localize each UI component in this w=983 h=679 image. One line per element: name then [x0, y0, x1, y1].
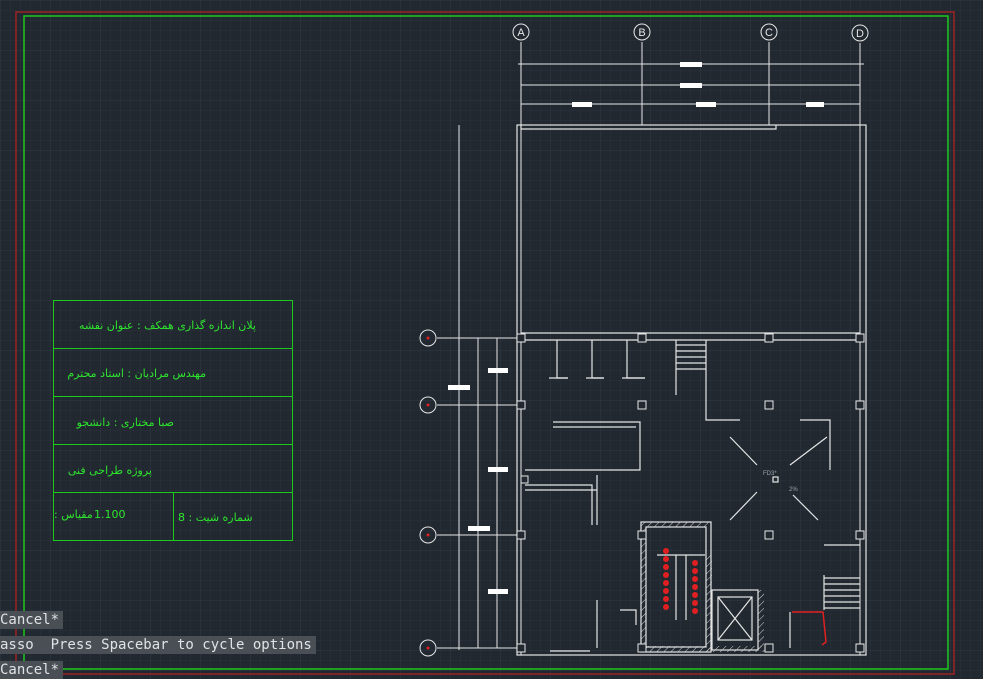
sheet-border-green — [23, 15, 949, 670]
project-row: پروژه طراحی فنی — [54, 445, 292, 493]
grid-label-d: D — [856, 28, 864, 40]
row-bubble-dots — [426, 336, 430, 650]
command-history-line-2: asso Press Spacebar to cycle options — [0, 636, 316, 654]
grid-bubbles-left — [419, 329, 437, 657]
drawing-title: پلان اندازه گذاری همکف : عنوان نقشه — [78, 319, 256, 332]
command-history-line-1: Cancel* — [0, 611, 64, 629]
student-row: صبا مختاری : دانشجو — [54, 397, 292, 445]
grid-bubble-c — [760, 23, 778, 41]
student-text: صبا مختاری : دانشجو — [76, 416, 174, 429]
structural-columns — [516, 333, 865, 653]
dimension-text-blocks — [448, 62, 824, 594]
grid-bubble-a — [512, 23, 530, 41]
title-block: پلان اندازه گذاری همکف : عنوان نقشه مهند… — [53, 300, 293, 541]
hatched-walls — [641, 522, 771, 652]
scale-value: 1.100 — [94, 508, 126, 521]
grid-label-b: B — [638, 27, 645, 39]
floor-plan — [516, 124, 867, 656]
command-history-line-3: Cancel* — [0, 661, 64, 679]
slope-label: 2% — [789, 487, 798, 493]
professor-row: مهندس مرادیان : استاد محترم — [54, 349, 292, 397]
scale-label: : مقیاس — [54, 508, 93, 521]
red-selected-line — [792, 611, 827, 646]
professor-text: مهندس مرادیان : استاد محترم — [67, 367, 206, 380]
title-divider — [173, 493, 174, 541]
grid-label-a: A — [517, 27, 525, 39]
project-text: پروژه طراحی فنی — [67, 464, 152, 477]
grid-bubbles-top — [512, 23, 869, 42]
selected-grips — [663, 548, 698, 614]
grid-bubble-b — [633, 23, 651, 41]
title-row: پلان اندازه گذاری همکف : عنوان نقشه — [54, 301, 292, 349]
sheet-border-red — [15, 11, 955, 675]
grid-label-c: C — [765, 27, 773, 39]
floor-drain-label: FD3* — [763, 471, 777, 477]
sheet-number: 8 : شماره شیت — [178, 511, 253, 524]
grid-bubble-d — [851, 24, 869, 42]
